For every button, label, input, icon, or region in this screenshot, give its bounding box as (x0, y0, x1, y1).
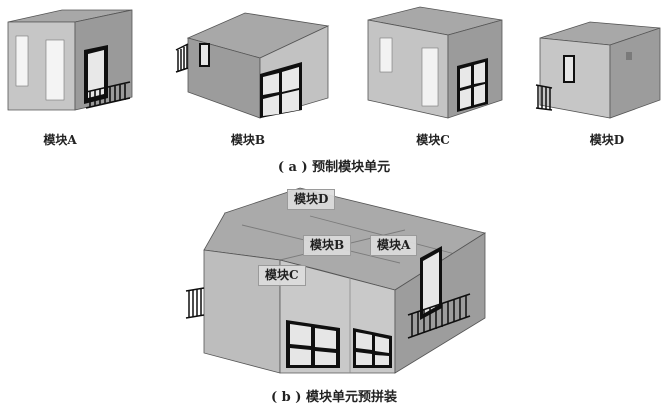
module-c-illustration (360, 0, 510, 125)
module-d-illustration (530, 0, 668, 125)
caption-b: ( b ) 模块单元预拼装 (271, 390, 397, 405)
module-d-label: 模块D (589, 133, 625, 147)
module-b-illustration (170, 0, 335, 125)
caption-a: ( a ) 预制模块单元 (277, 160, 391, 175)
label-module-a: 模块A (370, 235, 418, 256)
module-a-illustration (0, 0, 140, 125)
module-a-label: 模块A (43, 133, 77, 147)
label-module-b: 模块B (303, 235, 352, 256)
label-module-c: 模块C (258, 265, 306, 286)
label-module-d: 模块D (287, 189, 336, 210)
module-c-label: 模块C (416, 133, 450, 147)
module-b-label: 模块B (230, 133, 266, 147)
